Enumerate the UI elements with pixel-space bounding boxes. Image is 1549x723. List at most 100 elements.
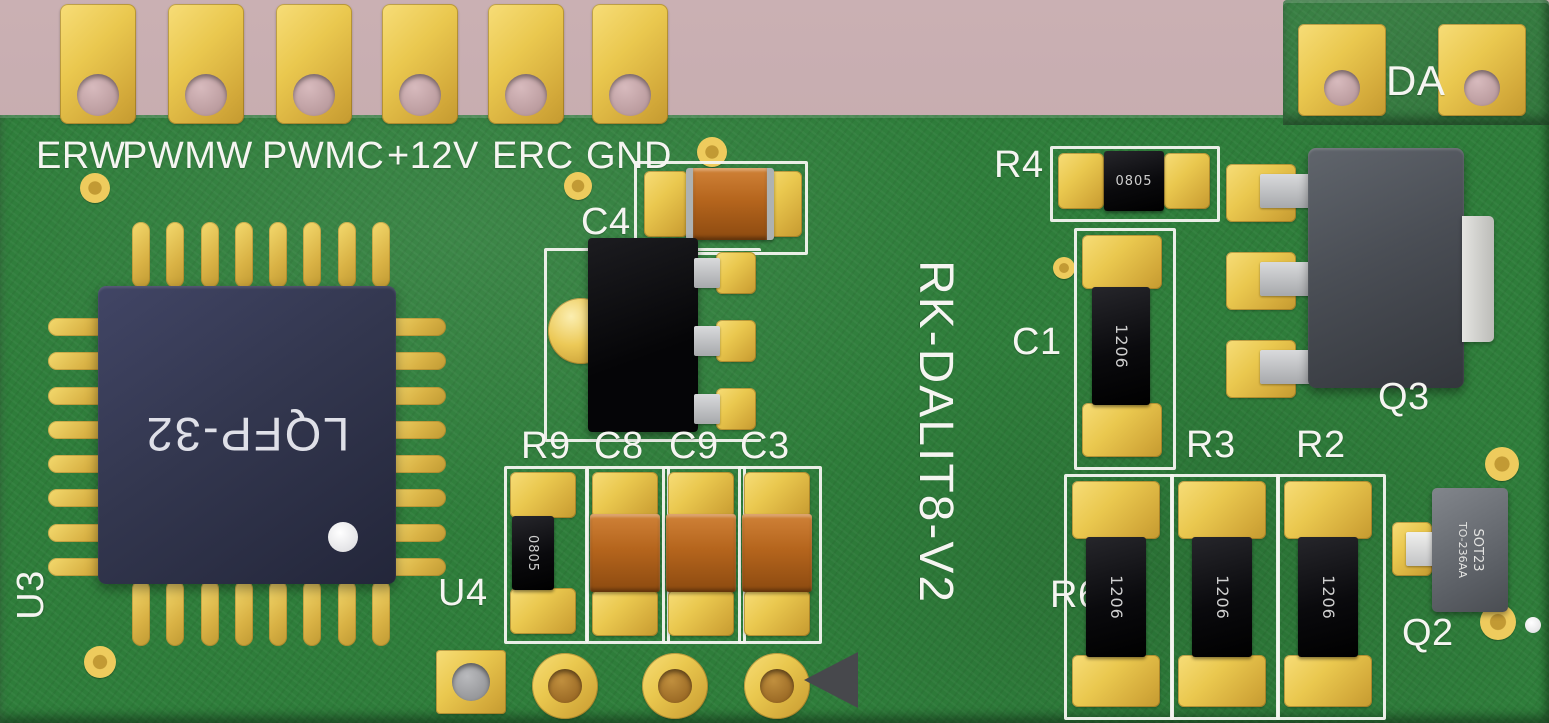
ref-q3: Q3 — [1378, 376, 1430, 418]
chip-pin — [200, 222, 219, 288]
chip-pin — [132, 222, 150, 288]
fiducial-dot — [1525, 617, 1541, 633]
r4-marking: 0805 — [1115, 173, 1153, 189]
chip-pin — [132, 580, 150, 646]
c4-pad-left — [644, 171, 688, 237]
via — [564, 172, 592, 200]
ref-u3: U3 — [10, 570, 52, 620]
q2-marking-line1: SOT23 — [1470, 528, 1485, 572]
c1-pad-bottom — [1082, 403, 1162, 457]
chip-pin — [380, 489, 446, 508]
lqfp-pins-top — [132, 222, 390, 288]
q3-lead-1 — [1260, 174, 1316, 208]
ref-c8: C8 — [594, 425, 644, 467]
c8-pad-bottom — [592, 590, 658, 636]
ref-r9: R9 — [521, 425, 571, 467]
chip-pin — [48, 420, 114, 439]
q2-lead-left — [1406, 532, 1434, 566]
chip-pin — [166, 222, 185, 288]
connector-hole — [185, 74, 227, 116]
u4-pad-3 — [716, 388, 756, 430]
ref-c9: C9 — [669, 425, 719, 467]
c3-pad-bottom — [744, 590, 810, 636]
via — [1053, 257, 1075, 279]
r6-res1-marking: 1206 — [1106, 574, 1126, 620]
r6-res3-body: 1206 — [1298, 537, 1358, 657]
r4-resistor-body: 0805 — [1104, 151, 1164, 211]
board-name: RK-DALIT8-V2 — [909, 259, 962, 605]
u4-pad-1 — [716, 252, 756, 294]
r6-res3-pad-top — [1284, 481, 1372, 539]
c1-pad-top — [1082, 235, 1162, 289]
chip-pin — [380, 557, 446, 576]
u4-lead-1 — [694, 258, 720, 288]
ref-c1: C1 — [1012, 321, 1062, 363]
r9-marking: 0805 — [525, 534, 541, 572]
chip-pin — [380, 386, 446, 405]
ref-r4: R4 — [994, 144, 1044, 186]
r4-outline — [1050, 146, 1220, 222]
r6-res1-pad-bottom — [1072, 655, 1160, 707]
r9-resistor-body: 0805 — [512, 516, 554, 590]
chip-pin — [48, 557, 114, 576]
chip-pin — [303, 222, 322, 288]
c1-marking: 1206 — [1111, 323, 1131, 369]
chip-pin — [166, 580, 185, 646]
bottom-hole — [760, 669, 794, 703]
via — [80, 173, 110, 203]
chip-pin — [380, 420, 446, 439]
r6-res2-marking: 1206 — [1212, 574, 1232, 620]
chip-pin — [337, 222, 356, 288]
connector-label-gnd: GND — [586, 135, 672, 177]
chip-pin — [303, 580, 322, 646]
lqfp-pins-bottom — [132, 580, 390, 646]
r6-res3-outline — [1276, 474, 1386, 720]
chip-pin — [48, 352, 114, 371]
connector-label-erc: ERC — [492, 135, 574, 177]
connector-hole — [77, 74, 119, 116]
chip-pin — [48, 386, 114, 405]
pin1-dot — [328, 522, 358, 552]
lqfp-pins-right — [380, 318, 446, 576]
c8-capacitor-body — [590, 514, 660, 592]
connector-label-12v: +12V — [387, 135, 479, 177]
ref-u4: U4 — [438, 572, 488, 614]
q3-lead-2 — [1260, 262, 1316, 296]
chip-pin — [337, 580, 356, 646]
chip-pin — [380, 318, 446, 336]
c3-pad-top — [744, 472, 810, 518]
q2-marking: SOT23 TO-236AA — [1435, 490, 1505, 610]
chip-pin — [269, 222, 288, 288]
chip-pin — [200, 580, 219, 646]
chip-pin — [380, 455, 446, 474]
chip-pin — [371, 222, 390, 288]
chip-pin — [48, 523, 114, 542]
r6-res1-body: 1206 — [1086, 537, 1146, 657]
lqfp-pins-left — [48, 318, 114, 576]
c4-capacitor-body — [686, 168, 774, 240]
r6-res2-pad-bottom — [1178, 655, 1266, 707]
connector-hole — [293, 74, 335, 116]
r9-pad-bottom — [510, 588, 576, 634]
c9-pad-top — [668, 472, 734, 518]
chip-pin — [371, 580, 390, 646]
q3-tab — [1462, 216, 1494, 342]
chip-pin — [48, 318, 114, 336]
connector-label-pwmc: PWMC — [262, 135, 385, 177]
q2-marking-line2: TO-236AA — [1455, 521, 1469, 578]
q3-body — [1308, 148, 1464, 388]
polarity-triangle-marker — [804, 652, 858, 708]
c3-outline — [738, 466, 822, 644]
connector-label-erw: ERW — [36, 135, 126, 177]
ref-c4: C4 — [581, 201, 631, 243]
c1-outline — [1074, 228, 1176, 470]
r6-res3-marking: 1206 — [1318, 574, 1338, 620]
u4-pad-2 — [716, 320, 756, 362]
chip-pin — [48, 489, 114, 508]
chip-pin — [234, 580, 253, 646]
c1-capacitor-body: 1206 — [1092, 287, 1150, 405]
chip-pin — [48, 455, 114, 474]
r6-res2-body: 1206 — [1192, 537, 1252, 657]
ref-r2: R2 — [1296, 424, 1346, 466]
da-hole — [1324, 70, 1360, 106]
